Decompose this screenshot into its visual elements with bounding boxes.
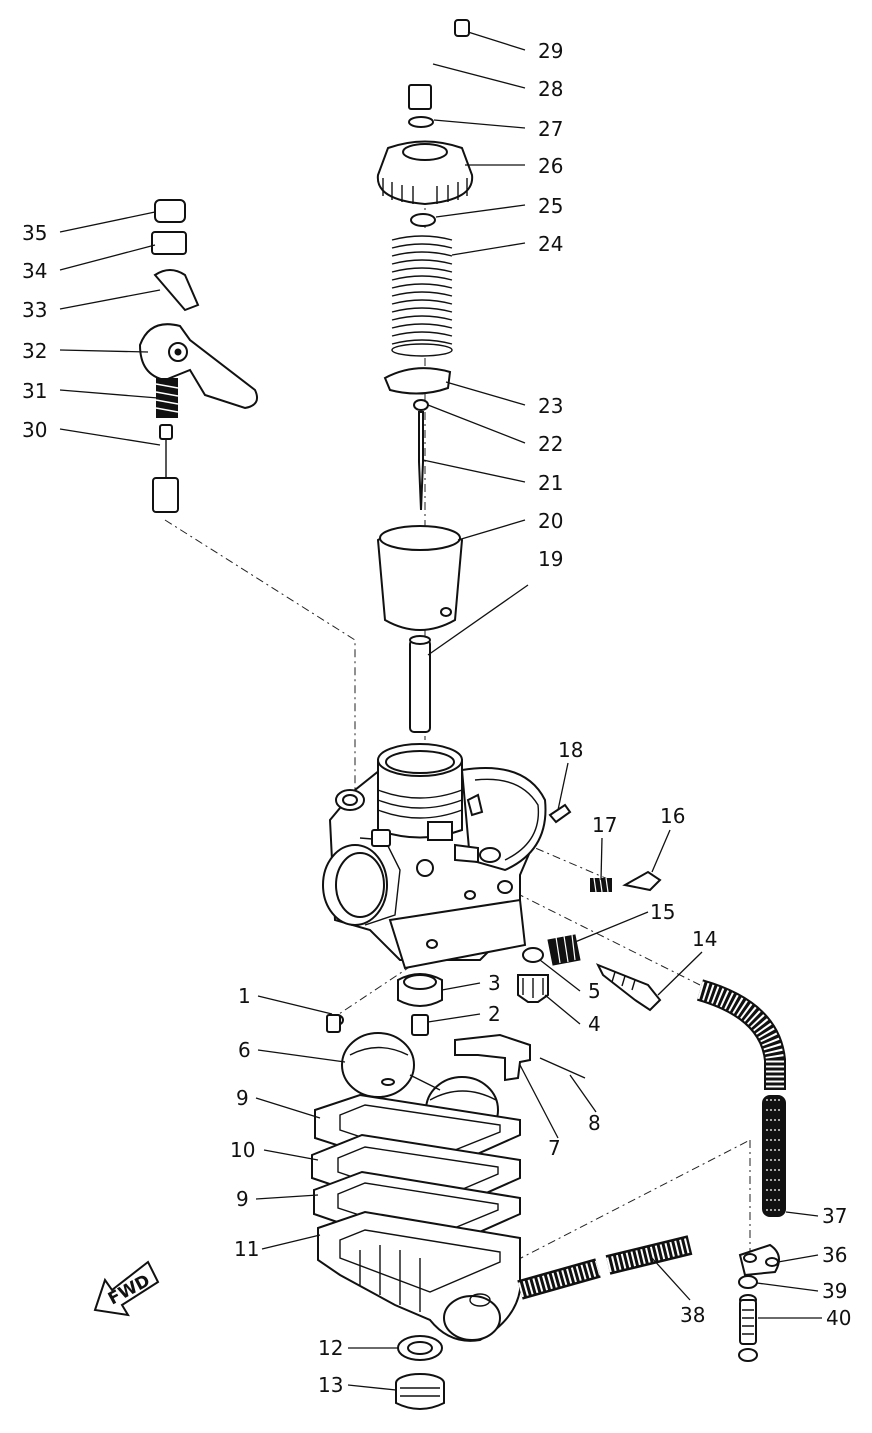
pilot-air-spring <box>590 877 612 893</box>
callout-24: 23 <box>538 394 563 418</box>
float-bowl <box>317 1210 521 1342</box>
pilot-jet-2 <box>411 1014 429 1036</box>
callout-36: 35 <box>22 221 47 245</box>
washer-26 <box>410 213 436 227</box>
callout-37: 36 <box>822 1243 847 1267</box>
callout-16: 15 <box>650 900 675 924</box>
fuel-pipe <box>408 19 470 110</box>
float-valve-seat <box>454 1033 531 1082</box>
callout-9a: 9 <box>236 1086 249 1110</box>
air-bleed-screw <box>548 803 572 824</box>
starter-cap <box>151 199 200 312</box>
callout-6: 6 <box>238 1038 251 1062</box>
callout-10: 10 <box>230 1138 255 1162</box>
screw-14 <box>738 1294 758 1362</box>
callout-31: 30 <box>22 418 47 442</box>
callout-18: 17 <box>592 813 617 837</box>
callout-15: 14 <box>692 927 717 951</box>
callout-5: 5 <box>588 979 601 1003</box>
starter-lever <box>138 323 258 410</box>
callout-33: 32 <box>22 339 47 363</box>
starter-plunger <box>152 424 179 513</box>
hose-clamp-plate <box>738 1243 780 1277</box>
callout-11: 11 <box>234 1237 259 1261</box>
callout-7: 7 <box>548 1136 561 1160</box>
pilot-air-screw <box>622 870 662 892</box>
callouts: 29 28 27 26 25 24 23 22 21 20 19 35 34 3… <box>22 31 851 1397</box>
callout-2: 2 <box>488 1002 501 1026</box>
float-arm <box>409 1074 441 1091</box>
o-ring-28 <box>408 116 434 128</box>
callout-23: 22 <box>538 432 563 456</box>
vent-hose <box>696 979 786 1217</box>
throttle-stop-screw <box>595 963 662 1012</box>
callout-22: 21 <box>538 471 563 495</box>
mixing-chamber-cap <box>376 140 474 206</box>
needle-jet <box>409 635 431 733</box>
callout-4: 4 <box>588 1012 601 1036</box>
callout-32: 31 <box>22 379 47 403</box>
drain-plug <box>395 1373 445 1410</box>
lock-washer <box>738 1275 758 1289</box>
callout-21: 20 <box>538 509 563 533</box>
callout-3: 3 <box>488 971 501 995</box>
callout-17: 16 <box>660 804 685 828</box>
jet-needle <box>418 411 424 511</box>
callout-13: 13 <box>318 1373 343 1397</box>
float-pin <box>539 1057 586 1079</box>
needle-retainer-plate <box>383 367 452 395</box>
float-left <box>341 1032 415 1098</box>
main-jet <box>517 947 549 1003</box>
throttle-stop-spring <box>547 934 581 966</box>
fwd-arrow: FWD <box>93 1260 160 1317</box>
callout-12: 12 <box>318 1336 343 1360</box>
callout-28: 27 <box>538 117 563 141</box>
callout-1: 1 <box>238 984 251 1008</box>
drain-plug-gasket <box>397 1335 443 1361</box>
callout-39: 38 <box>680 1303 705 1327</box>
callout-38: 37 <box>822 1204 847 1228</box>
callout-29: 28 <box>538 77 563 101</box>
callout-8: 8 <box>588 1111 601 1135</box>
callout-9b: 9 <box>236 1187 249 1211</box>
callout-20: 19 <box>538 547 563 571</box>
callout-14: 40 <box>826 1306 851 1330</box>
callout-34: 33 <box>22 298 47 322</box>
callout-19: 18 <box>558 738 583 762</box>
needle-jet-holder <box>397 973 443 1007</box>
callout-35: 34 <box>22 259 47 283</box>
callout-26: 25 <box>538 194 563 218</box>
callout-27: 26 <box>538 154 563 178</box>
starter-spring <box>155 378 179 418</box>
throttle-spring <box>390 232 454 357</box>
throttle-valve <box>376 525 464 631</box>
overflow-hose <box>517 1235 693 1300</box>
pilot-jet-body <box>326 1014 341 1033</box>
callout-30: 29 <box>538 39 563 63</box>
callout-40: 39 <box>822 1279 847 1303</box>
needle-clip <box>413 399 429 411</box>
carburetor-body <box>322 743 547 970</box>
callout-25: 24 <box>538 232 563 256</box>
